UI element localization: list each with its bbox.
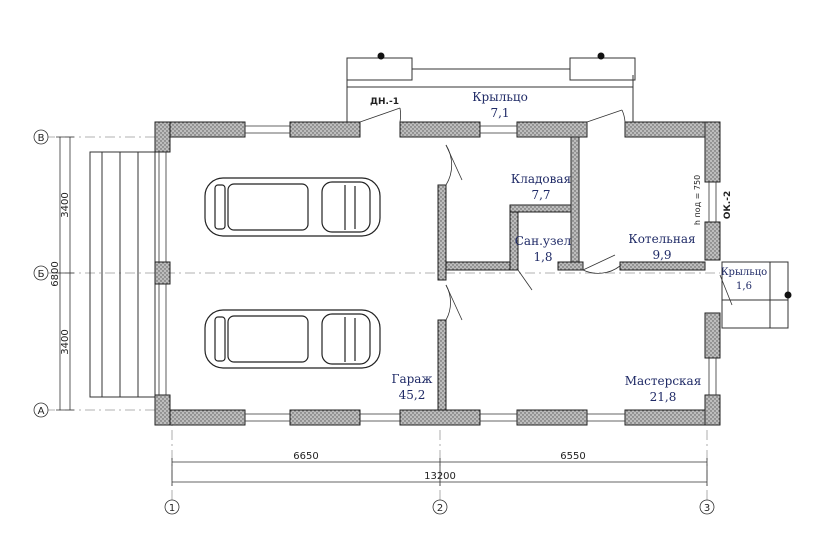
room-area-porch-top: 7,1 [490,106,509,120]
windows [158,125,717,422]
room-area-garage: 45,2 [399,388,426,402]
car-icon [204,177,381,237]
entry-ramp [89,151,156,398]
axis-label-2: 2 [437,503,443,514]
dim-bottom-left: 6650 [293,451,318,462]
room-name-garage: Гараж [392,372,433,386]
room-name-storage: Кладовая [511,172,571,186]
axis-label-a: А [38,406,45,417]
dimension-lines [56,136,708,486]
room-name-porch-top: Крыльцо [472,90,528,104]
axis-label-3: 3 [704,503,710,514]
room-area-workshop: 21,8 [650,390,677,404]
room-name-bathroom: Сан.узел [515,234,572,248]
door-mark: ДН.-1 [370,97,399,107]
window-mark: ОК.-2 [723,191,733,219]
room-name-porch-right: Крыльцо [721,267,767,278]
axis-label-1: 1 [169,503,175,514]
light-fixture-icon [377,52,792,299]
dim-bottom-total: 13200 [424,471,456,482]
axis-lines [45,136,720,505]
walls [154,121,721,426]
porch-top-outline [346,57,636,122]
sill-height-mark: h под = 750 [693,175,702,225]
dim-left-top: 3400 [60,192,71,217]
axis-label-v: В [38,133,45,144]
room-name-boiler: Котельная [628,232,695,246]
dim-left-bottom: 3400 [60,329,71,354]
room-name-workshop: Мастерская [625,374,702,388]
dim-bottom-right: 6550 [560,451,585,462]
room-area-porch-right: 1,6 [736,281,752,292]
room-area-bathroom: 1,8 [533,250,552,264]
dim-left-total: 6800 [50,261,61,286]
doors [359,107,733,321]
room-area-storage: 7,7 [531,188,550,202]
room-area-boiler: 9,9 [652,248,671,262]
axis-bubbles [33,129,715,515]
car-icon [204,309,381,369]
axis-label-b: Б [38,269,45,280]
